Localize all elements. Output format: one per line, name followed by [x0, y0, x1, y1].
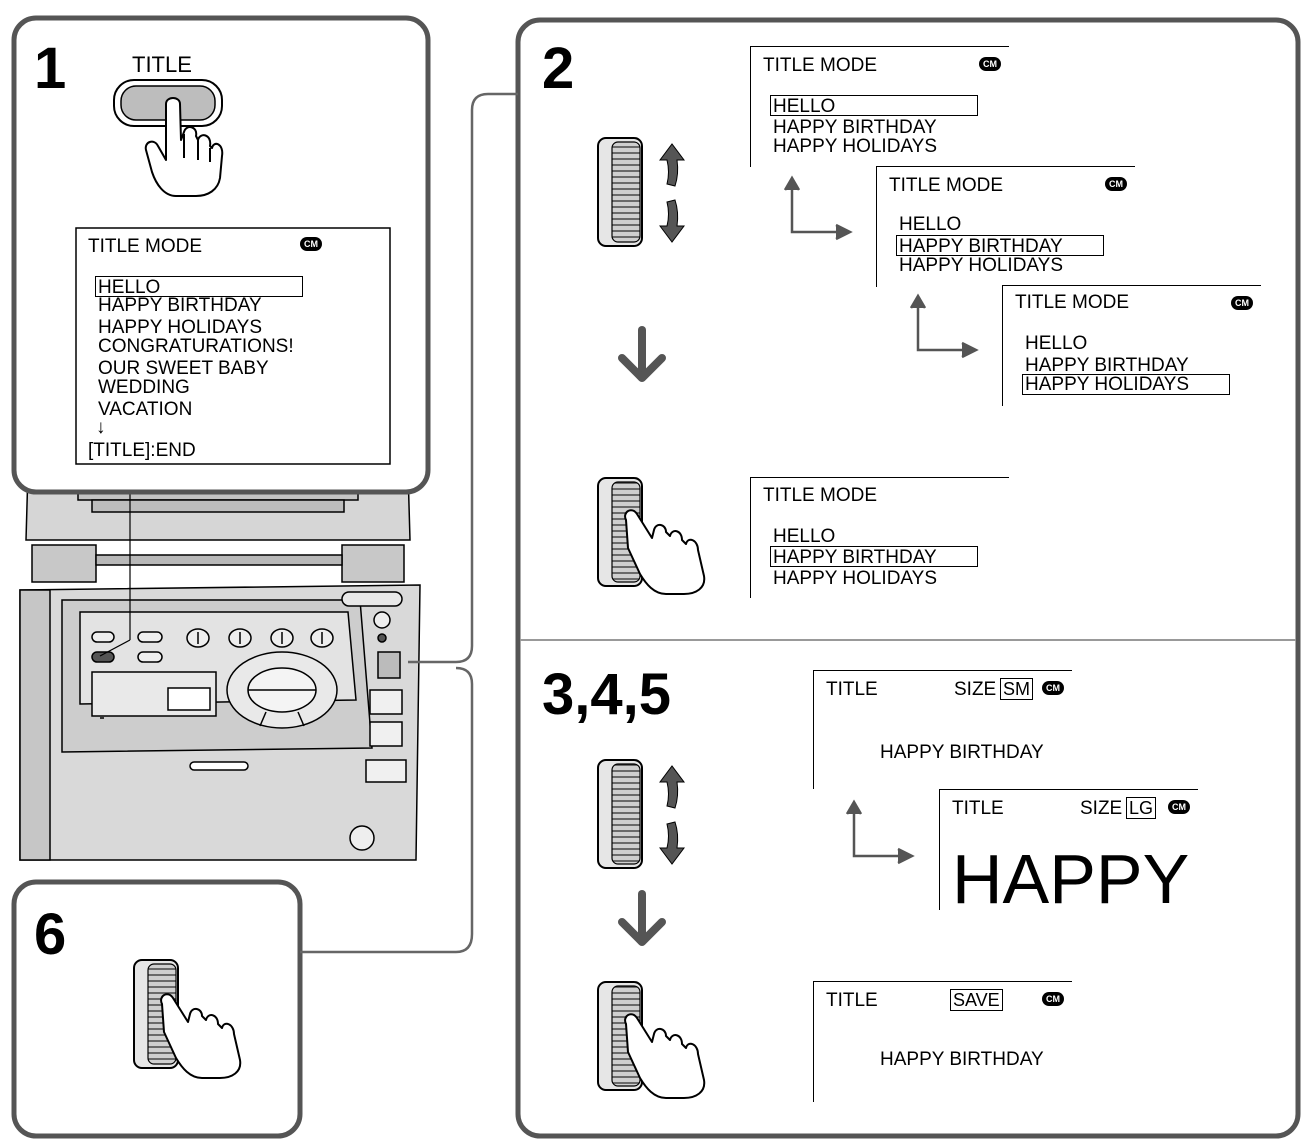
rotate-arrows-icon — [659, 143, 685, 243]
screen-title-mode-select-holidays: TITLE MODE CM HELLO HAPPY BIRTHDAY HAPPY… — [1002, 285, 1261, 406]
menu-item: HAPPY HOLIDAYS — [1025, 374, 1190, 395]
title-preview-text: HAPPY — [952, 840, 1190, 918]
size-value: LG — [1126, 797, 1157, 819]
cassette-memory-icon: CM — [1105, 177, 1127, 191]
menu-item: HAPPY BIRTHDAY — [899, 236, 1063, 257]
menu-item: CONGRATURATIONS! — [98, 336, 294, 357]
rotate-arrows-icon — [659, 765, 685, 865]
size-value: SM — [1000, 678, 1033, 700]
menu-item: WEDDING — [98, 377, 190, 398]
title-preview-text: HAPPY BIRTHDAY — [880, 1049, 1044, 1070]
step-number-1: 1 — [34, 36, 67, 101]
push-button-hand-icon — [160, 993, 242, 1079]
flow-arrow-icon — [845, 799, 915, 865]
selection-highlight — [95, 276, 303, 297]
push-button-hand-icon — [624, 509, 706, 595]
screen-footer: [TITLE]:END — [88, 440, 196, 461]
screen-title: TITLE — [952, 798, 1004, 819]
screen-title: TITLE — [826, 679, 878, 700]
jog-dial-icon — [597, 137, 643, 247]
screen-title: TITLE MODE — [88, 236, 203, 257]
screen-title-size-large: TITLE SIZE LG CM HAPPY — [939, 789, 1198, 914]
step-number-6: 6 — [34, 902, 67, 967]
menu-item: HAPPY HOLIDAYS — [773, 136, 938, 157]
save-label: SAVE — [950, 989, 1003, 1011]
cassette-memory-icon: CM — [1042, 681, 1064, 695]
screen-title-mode-select-hello: TITLE MODE CM HELLO HAPPY BIRTHDAY HAPPY… — [750, 46, 1009, 167]
screen-title-size-small: TITLE SIZE SM CM HAPPY BIRTHDAY — [813, 670, 1072, 789]
screen-frame-main — [75, 227, 391, 465]
push-button-hand-icon — [144, 97, 224, 197]
title-preview-text: HAPPY BIRTHDAY — [880, 742, 1044, 763]
video-deck-icon — [19, 468, 421, 861]
menu-item: HELLO — [98, 277, 161, 298]
menu-item: OUR SWEET BABY — [98, 358, 269, 379]
screen-title-mode-select-birthday: TITLE MODE CM HELLO HAPPY BIRTHDAY HAPPY… — [876, 166, 1135, 287]
push-button-hand-icon — [624, 1013, 706, 1099]
menu-item: HAPPY HOLIDAYS — [98, 317, 263, 338]
size-label: SIZE — [1080, 798, 1123, 819]
menu-item: HAPPY BIRTHDAY — [773, 547, 937, 568]
panel-step-2-to-5 — [515, 17, 1301, 1139]
selection-highlight — [770, 546, 978, 567]
cassette-memory-icon: CM — [1042, 992, 1064, 1006]
title-button-label: TITLE — [132, 52, 192, 77]
menu-item: HELLO — [773, 526, 836, 547]
screen-title: TITLE MODE — [763, 485, 878, 506]
menu-item: HAPPY HOLIDAYS — [899, 255, 1064, 276]
down-arrow-icon — [618, 890, 666, 946]
flow-arrow-icon — [783, 175, 853, 241]
step-number-2: 2 — [542, 36, 575, 101]
menu-item: HELLO — [773, 96, 836, 117]
size-label: SIZE — [954, 679, 997, 700]
selection-highlight — [1022, 374, 1230, 395]
selection-highlight — [896, 235, 1104, 256]
step-number-3-4-5: 3,4,5 — [542, 662, 671, 727]
screen-title-mode-confirm: TITLE MODE HELLO HAPPY BIRTHDAY HAPPY HO… — [750, 477, 1009, 598]
menu-item: HELLO — [899, 214, 962, 235]
menu-item: VACATION — [98, 399, 193, 420]
jog-dial-icon — [597, 759, 643, 869]
screen-title: TITLE MODE — [889, 175, 1004, 196]
screen-title-mode-main: TITLE MODE CM HELLO HAPPY BIRTHDAY HAPPY… — [76, 228, 390, 464]
selection-highlight — [770, 95, 978, 116]
cassette-memory-icon: CM — [1168, 800, 1190, 814]
cassette-memory-icon: CM — [979, 57, 1001, 71]
menu-item: HELLO — [1025, 333, 1088, 354]
flow-arrow-icon — [909, 293, 979, 359]
menu-item: HAPPY BIRTHDAY — [98, 295, 262, 316]
menu-item: HAPPY BIRTHDAY — [773, 117, 937, 138]
screen-title: TITLE — [826, 990, 878, 1011]
down-arrow-icon — [618, 326, 666, 382]
screen-title: TITLE MODE — [1015, 292, 1130, 313]
menu-item: HAPPY HOLIDAYS — [773, 568, 938, 589]
screen-title: TITLE MODE — [763, 55, 878, 76]
more-down-icon: ↓ — [96, 417, 106, 438]
menu-item: HAPPY BIRTHDAY — [1025, 355, 1189, 376]
cassette-memory-icon: CM — [1231, 296, 1253, 310]
screen-title-save: TITLE SAVE CM HAPPY BIRTHDAY — [813, 981, 1072, 1102]
cassette-memory-icon: CM — [300, 237, 322, 251]
